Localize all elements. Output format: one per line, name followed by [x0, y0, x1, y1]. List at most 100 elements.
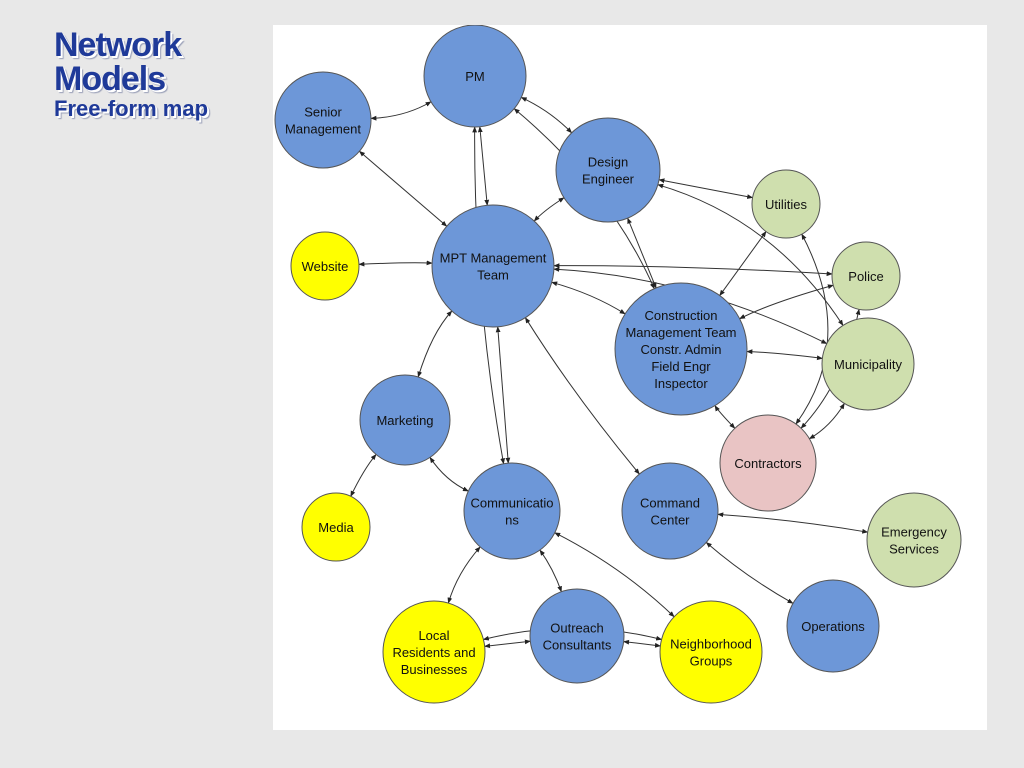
node-website: Website: [290, 231, 360, 301]
node-contractors: Contractors: [719, 414, 817, 512]
node-municipality-circle: [821, 317, 915, 411]
node-design-label-0: Design: [588, 155, 628, 170]
node-website-label-0: Website: [302, 259, 349, 274]
node-police-circle: [831, 241, 901, 311]
edge-mpt-command: [524, 317, 640, 475]
node-neighborhood-label-1: Groups: [690, 654, 733, 669]
node-municipality-label-0: Municipality: [834, 357, 902, 372]
node-mpt-label-0: MPT Management: [440, 251, 547, 266]
node-design-label-1: Engineer: [582, 172, 635, 187]
node-operations-label-0: Operations: [801, 619, 865, 634]
node-operations: Operations: [786, 579, 880, 673]
node-cmt-label-3: Field Engr: [651, 359, 711, 374]
node-operations-circle: [786, 579, 880, 673]
node-communications-label-1: ns: [505, 513, 519, 528]
node-media-label-0: Media: [318, 520, 354, 535]
node-pm-circle: [423, 25, 527, 128]
edge-marketing-media: [350, 454, 377, 497]
node-emergency-circle: [866, 492, 962, 588]
node-cmt-label-4: Inspector: [654, 376, 708, 391]
node-outreach-label-0: Outreach: [550, 621, 603, 636]
node-communications-label-0: Communicatio: [470, 496, 553, 511]
node-command-label-0: Command: [640, 496, 700, 511]
node-utilities-circle: [751, 169, 821, 239]
node-pm-label-0: PM: [465, 69, 485, 84]
edge-utilities-cmt: [719, 231, 767, 297]
page-title-line-2: Models: [54, 60, 166, 98]
edge-outreach-neighborhood: [623, 639, 661, 648]
node-marketing-circle: [359, 374, 451, 466]
node-outreach-label-1: Consultants: [543, 638, 612, 653]
node-media-circle: [301, 492, 371, 562]
edge-marketing-communications: [429, 456, 469, 492]
edge-municipality-contractors: [808, 402, 845, 440]
node-police: Police: [831, 241, 901, 311]
node-marketing-label-0: Marketing: [376, 413, 433, 428]
node-pm: PM: [423, 25, 527, 128]
edge-website-mpt: [358, 260, 433, 267]
node-communications: Communicatio ns: [463, 462, 561, 560]
node-command-label-1: Center: [650, 513, 690, 528]
node-utilities: Utilities: [751, 169, 821, 239]
node-cmt-label-1: Management Team: [625, 325, 736, 340]
node-local-circle: [382, 600, 486, 704]
edge-police-cmt: [739, 284, 834, 320]
node-mpt-circle: [431, 204, 555, 328]
node-local-label-2: Businesses: [401, 662, 468, 677]
edge-design-mpt: [533, 197, 565, 222]
node-senior-circle: [274, 71, 372, 169]
node-senior-label-1: Management: [285, 122, 361, 137]
edge-mpt-cmt: [551, 281, 626, 315]
node-cmt-label-0: Construction: [645, 308, 718, 323]
network-diagram: PMSeniorManagementDesignEngineerUtilitie…: [274, 25, 962, 704]
node-marketing: Marketing: [359, 374, 451, 466]
edge-pm-design: [520, 96, 573, 134]
node-neighborhood-label-0: Neighborhood: [670, 637, 752, 652]
node-cmt-label-2: Constr. Admin: [641, 342, 722, 357]
edge-outreach-local: [484, 639, 531, 649]
title-block: Network Models Free-form map: [54, 28, 208, 122]
edge-communications-local: [447, 546, 481, 604]
node-utilities-label-0: Utilities: [765, 197, 807, 212]
edge-mpt-communications: [495, 326, 511, 464]
node-cmt-circle: [614, 282, 748, 416]
node-emergency-label-1: Services: [889, 542, 939, 557]
node-media: Media: [301, 492, 371, 562]
node-website-circle: [290, 231, 360, 301]
edge-command-operations: [705, 542, 794, 604]
page-subtitle: Free-form map: [54, 96, 209, 121]
node-local-label-0: Local: [418, 628, 449, 643]
node-neighborhood-circle: [659, 600, 763, 704]
node-communications-circle: [463, 462, 561, 560]
node-mpt-label-1: Team: [477, 268, 509, 283]
edge-command-emergency: [717, 512, 869, 534]
edge-communications-neighborhood: [554, 532, 675, 618]
edge-design-cmt: [627, 217, 657, 289]
edge-design-utilities: [658, 178, 754, 199]
edge-senior-mpt: [358, 150, 448, 227]
nodes-layer: PMSeniorManagementDesignEngineerUtilitie…: [274, 25, 962, 704]
edge-mpt-marketing: [417, 310, 453, 378]
node-contractors-circle: [719, 414, 817, 512]
page-title-line-1: Network: [54, 26, 182, 64]
node-municipality: Municipality: [821, 317, 915, 411]
node-contractors-label-0: Contractors: [734, 456, 802, 471]
node-design-circle: [555, 117, 661, 223]
node-senior-label-0: Senior: [304, 105, 342, 120]
node-command-circle: [621, 462, 719, 560]
edge-communications-outreach: [539, 549, 562, 593]
edge-cmt-municipality: [746, 349, 823, 361]
edge-utilities-contractors: [795, 233, 829, 425]
edge-cmt-contractors: [714, 405, 736, 429]
node-outreach-circle: [529, 588, 625, 684]
edge-pm-mpt: [477, 126, 490, 206]
